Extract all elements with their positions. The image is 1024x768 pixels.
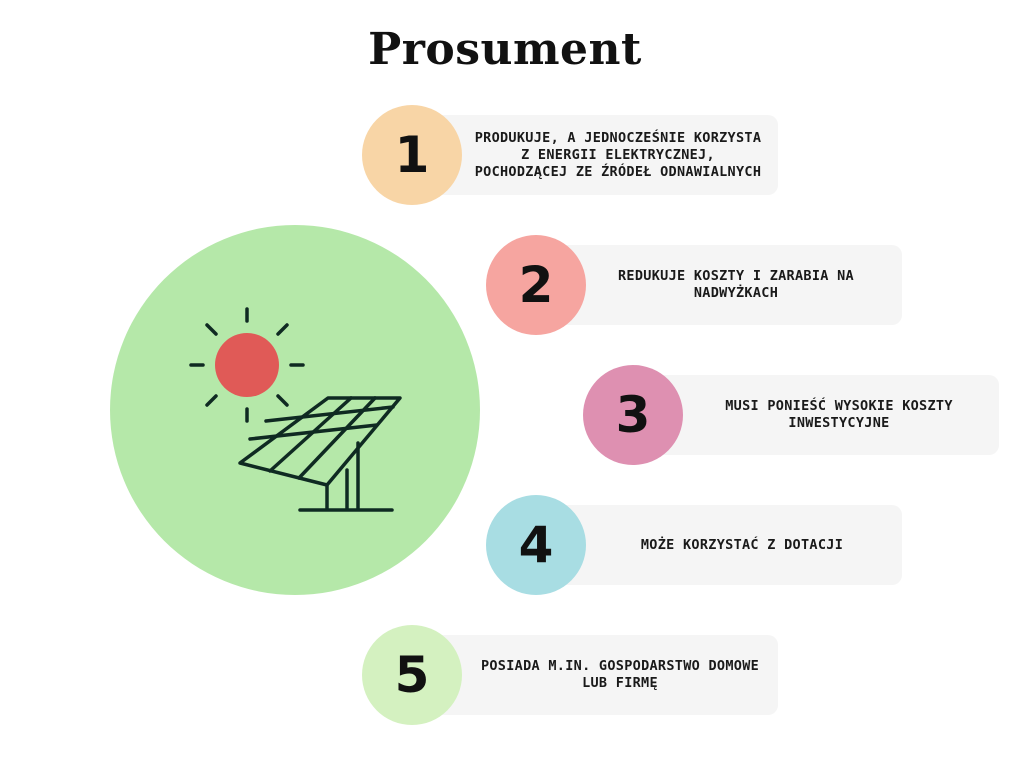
list-item-text: REDUKUJE KOSZTY I ZARABIA NA NADWYŻKACH [618,268,854,301]
list-item-4: MOŻE KORZYSTAĆ Z DOTACJI 4 [486,495,902,595]
list-item-2: REDUKUJE KOSZTY I ZARABIA NA NADWYŻKACH … [486,235,902,335]
card [534,505,902,585]
list-item-3: MUSI PONIEŚĆ WYSOKIE KOSZTY INWESTYCYJNE… [583,365,999,465]
list-item-text: MOŻE KORZYSTAĆ Z DOTACJI [640,536,844,553]
number-badge: 2 [486,235,586,335]
number-badge: 3 [583,365,683,465]
list-item-text: PRODUKUJE, A JEDNOCZEŚNIE KORZYSTA Z ENE… [474,129,762,180]
card [410,635,778,715]
solar-panel-and-sun-icon [189,307,402,512]
list-item-5: POSIADA M.IN. GOSPODARSTWO DOMOWE LUB FI… [362,625,778,725]
card [631,375,999,455]
list-item-1: PRODUKUJE, A JEDNOCZEŚNIE KORZYSTA Z ENE… [362,105,778,205]
sun-icon [189,307,305,423]
page-title: Prosument [368,24,642,75]
number-badge: 4 [486,495,586,595]
number-badge: 1 [362,105,462,205]
card [410,115,778,195]
list-item-text: MUSI PONIEŚĆ WYSOKIE KOSZTY INWESTYCYJNE [725,398,953,431]
list-item-text: POSIADA M.IN. GOSPODARSTWO DOMOWE LUB FI… [480,658,760,691]
number-badge: 5 [362,625,462,725]
solar-panel-icon [238,396,402,512]
card [534,245,902,325]
illustration-background [110,225,480,595]
